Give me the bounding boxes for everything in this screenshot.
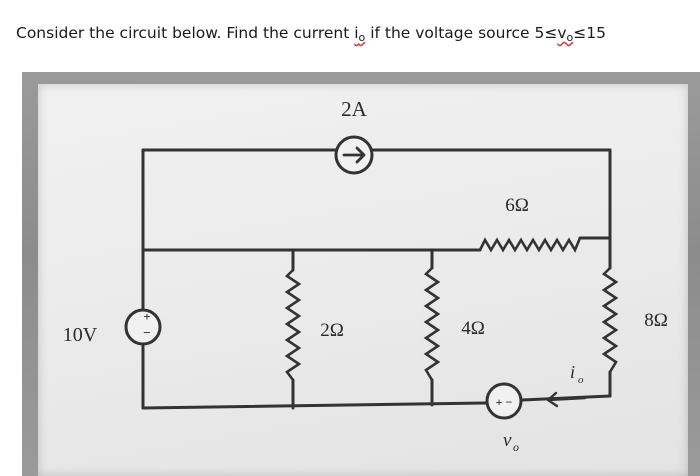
label-io: i o	[570, 362, 584, 386]
plus-sign: +	[143, 309, 150, 324]
arrow-right-icon	[342, 146, 366, 164]
question-middle: if the voltage source 5≤	[365, 24, 558, 42]
svg-text:v: v	[503, 430, 512, 451]
resistor-6ohm-zigzag	[478, 237, 582, 253]
io-symbol: io	[354, 24, 366, 44]
label-10v: 10V	[63, 324, 98, 346]
io-arrow-icon	[546, 391, 587, 408]
label-2a: 2A	[341, 97, 368, 121]
svg-text:o: o	[513, 440, 519, 454]
current-source-2a	[334, 135, 374, 175]
bottom-wire	[141, 401, 488, 410]
resistor-4ohm-zigzag	[423, 267, 441, 381]
vo-source-signs: + −	[496, 395, 513, 409]
resistor-2ohm-zigzag	[284, 269, 302, 381]
label-2ohm: 2Ω	[320, 320, 344, 341]
label-6ohm: 6Ω	[505, 195, 529, 216]
question-prefix: Consider the circuit below. Find the cur…	[16, 24, 355, 42]
voltage-source-vo: + −	[485, 382, 523, 420]
question-suffix: ≤15	[573, 24, 606, 42]
minus-sign: −	[143, 325, 150, 340]
label-8ohm: 8Ω	[644, 310, 668, 331]
svg-text:i: i	[570, 362, 575, 382]
vo-symbol: vo	[557, 24, 574, 44]
label-4ohm: 4Ω	[461, 318, 485, 339]
resistor-8ohm-zigzag	[601, 267, 619, 373]
voltage-source-10v: + −	[124, 308, 162, 346]
label-vo: v o	[503, 430, 519, 454]
question-text: Consider the circuit below. Find the cur…	[16, 24, 606, 44]
svg-text:o: o	[578, 374, 584, 386]
